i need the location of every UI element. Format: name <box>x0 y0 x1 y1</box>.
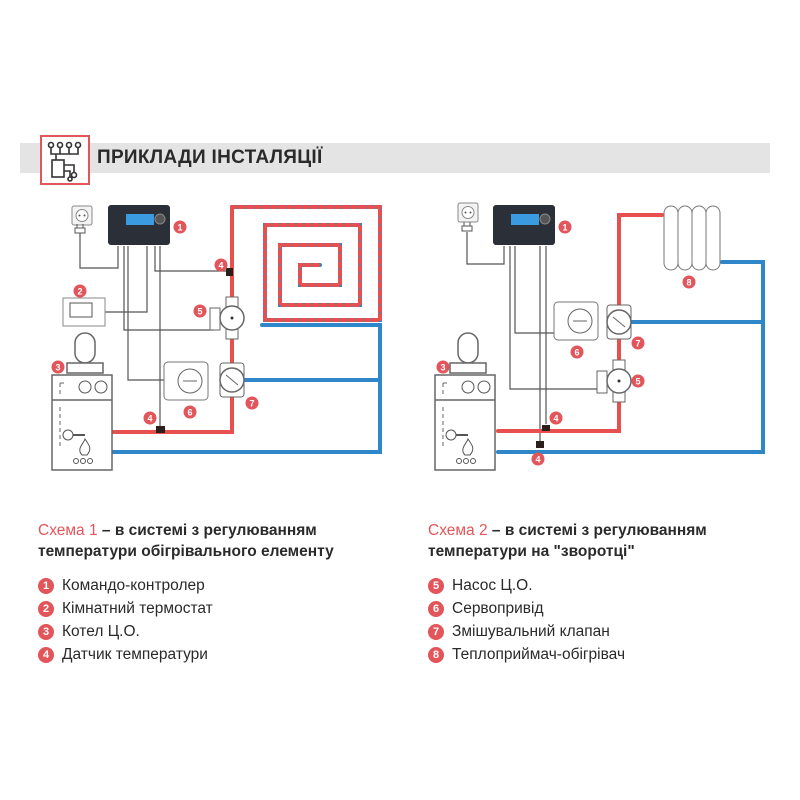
temp-sensor <box>536 441 544 448</box>
svg-text:1: 1 <box>562 223 567 233</box>
svg-text:3: 3 <box>55 363 60 373</box>
svg-text:8: 8 <box>686 278 691 288</box>
installation-scheme-icon <box>40 135 90 185</box>
plug-icon <box>74 224 86 234</box>
svg-text:1: 1 <box>177 223 182 233</box>
svg-text:4: 4 <box>535 455 540 465</box>
plug-icon <box>461 222 473 232</box>
controller-2 <box>492 204 556 246</box>
mixing-valve-2 <box>606 304 632 340</box>
temp-sensor <box>156 426 165 433</box>
svg-text:4: 4 <box>147 414 152 424</box>
controller-1 <box>107 204 171 246</box>
svg-text:5: 5 <box>635 377 640 387</box>
pump-2 <box>596 359 632 403</box>
header-band <box>20 143 770 173</box>
servo-2 <box>553 301 599 341</box>
svg-text:3: 3 <box>440 363 445 373</box>
scheme-1-diagram: 1 2 3 4 4 5 6 7 <box>51 204 382 471</box>
temp-sensor <box>542 425 550 431</box>
temp-sensor <box>226 268 233 276</box>
svg-text:4: 4 <box>218 261 223 271</box>
svg-text:6: 6 <box>574 348 579 358</box>
page-title: ПРИКЛАДИ ІНСТАЛЯЦІЇ <box>97 147 323 168</box>
svg-text:4: 4 <box>553 414 558 424</box>
mixing-valve-1 <box>219 362 245 398</box>
servo-1 <box>163 361 209 401</box>
svg-text:2: 2 <box>77 287 82 297</box>
pump-1 <box>209 296 245 340</box>
power-socket-icon <box>457 202 479 223</box>
scheme-2-diagram: 1 3 4 4 5 6 7 8 <box>434 202 765 471</box>
power-socket-icon <box>71 205 93 226</box>
svg-text:5: 5 <box>197 307 202 317</box>
radiator <box>663 205 721 271</box>
svg-text:7: 7 <box>635 339 640 349</box>
boiler-2 <box>434 332 496 471</box>
svg-text:7: 7 <box>249 399 254 409</box>
svg-text:6: 6 <box>187 408 192 418</box>
boiler-1 <box>51 332 113 471</box>
